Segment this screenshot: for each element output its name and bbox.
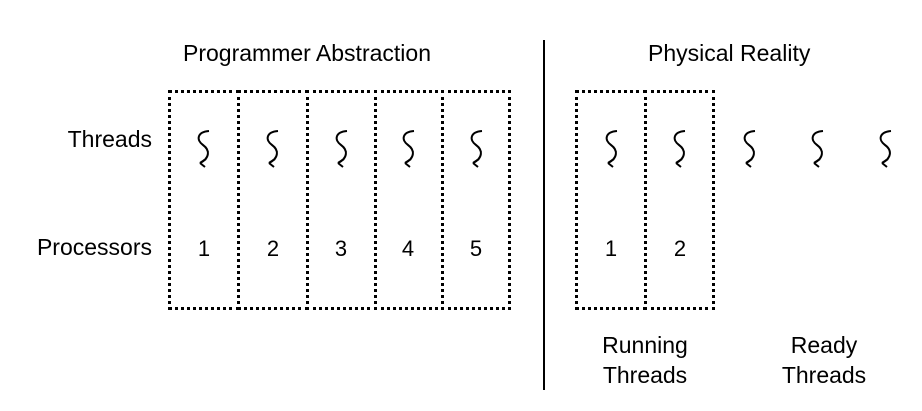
reality-processor-cell-2 (644, 90, 715, 310)
abstraction-processor-cell-5 (441, 90, 511, 310)
reality-processor-number: 1 (604, 236, 618, 261)
processors-row-label: Processors (36, 234, 152, 260)
abstraction-processor-number: 5 (469, 236, 483, 261)
ready-thread-icon (738, 128, 762, 170)
abstraction-processor-number: 1 (197, 236, 211, 261)
reality-processor-number: 2 (673, 236, 687, 261)
ready-thread-icon (874, 128, 898, 170)
running-threads-caption: Running Threads (575, 330, 715, 390)
section-divider (543, 40, 545, 390)
reality-processor-cell-1 (575, 90, 647, 310)
ready-thread-icon (806, 128, 830, 170)
abstraction-processor-cell-1 (168, 90, 240, 310)
running-caption-line: Running (602, 332, 688, 358)
abstraction-processor-cell-2 (237, 90, 309, 310)
abstraction-processor-number: 2 (266, 236, 280, 261)
programmer-abstraction-title: Programmer Abstraction (183, 40, 431, 66)
thread-icon (397, 128, 421, 170)
running-thread-icon (600, 128, 624, 170)
abstraction-processor-number: 4 (401, 236, 415, 261)
ready-threads-caption: Ready Threads (754, 330, 894, 390)
abstraction-processor-cell-4 (374, 90, 444, 310)
running-thread-icon (668, 128, 692, 170)
ready-caption-line: Threads (781, 362, 867, 388)
running-caption-line: Threads (602, 362, 688, 388)
thread-icon (261, 128, 285, 170)
abstraction-processor-number: 3 (334, 236, 348, 261)
thread-icon (465, 128, 489, 170)
thread-icon (192, 128, 216, 170)
physical-reality-title: Physical Reality (648, 40, 811, 66)
thread-icon (330, 128, 354, 170)
threads-row-label: Threads (67, 126, 152, 152)
ready-caption-line: Ready (790, 332, 858, 358)
abstraction-processor-cell-3 (306, 90, 377, 310)
